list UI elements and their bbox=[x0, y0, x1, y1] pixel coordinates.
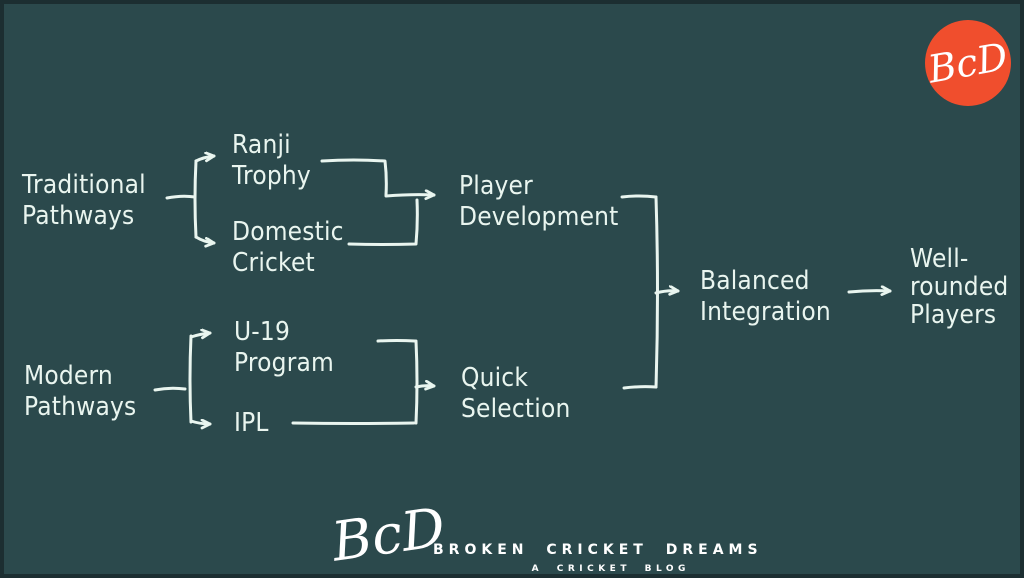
node-player-development: Player Development bbox=[459, 171, 619, 232]
connector-modern-bracket bbox=[188, 334, 193, 424]
connector-arrow-well-rounded bbox=[847, 291, 892, 292]
node-traditional-pathways: Traditional Pathways bbox=[22, 170, 146, 231]
connector-traditional-stem bbox=[165, 194, 197, 200]
node-modern-pathways: Modern Pathways bbox=[24, 361, 137, 422]
connector-ipl-exit bbox=[291, 421, 416, 425]
connector-lines bbox=[153, 4, 892, 578]
bcd-monogram-icon: BcD bbox=[924, 34, 1012, 92]
connector-domestic-exit bbox=[347, 198, 419, 246]
connector-player-development-exit bbox=[620, 194, 658, 199]
footer-brand-text: BROKEN CRICKET DREAMS A CRICKET BLOG bbox=[433, 542, 763, 574]
brand-subtitle: A CRICKET BLOG bbox=[531, 564, 690, 574]
node-ipl: IPL bbox=[234, 408, 269, 438]
connector-arrow-quick-selection bbox=[414, 386, 436, 387]
connector-modern-stem bbox=[153, 386, 187, 392]
bcd-logo-badge: BcD bbox=[925, 20, 1011, 106]
connector-arrow-u19 bbox=[189, 333, 212, 337]
node-u19-program: U-19 Program bbox=[234, 317, 334, 378]
node-well-rounded-players: Well- rounded Players bbox=[910, 244, 1009, 330]
connector-ranji-exit bbox=[320, 158, 388, 197]
brand-title: BROKEN CRICKET DREAMS bbox=[433, 542, 763, 558]
connector-traditional-bracket bbox=[193, 159, 198, 239]
connector-arrow-domestic bbox=[194, 235, 216, 243]
connector-arrow-player-development bbox=[384, 195, 436, 196]
connector-modern-merge-bracket bbox=[414, 339, 419, 425]
connector-arrow-ranji bbox=[194, 156, 216, 163]
connector-arrow-ipl bbox=[189, 421, 212, 424]
node-ranji-trophy: Ranji Trophy bbox=[232, 130, 311, 191]
connector-arrow-balanced-integration bbox=[654, 291, 680, 293]
node-domestic-cricket: Domestic Cricket bbox=[232, 217, 344, 278]
node-quick-selection: Quick Selection bbox=[461, 363, 571, 424]
connector-quick-selection-exit bbox=[622, 385, 658, 390]
connector-u19-exit bbox=[376, 339, 417, 343]
bcd-monogram-icon: BcD bbox=[328, 495, 449, 574]
node-balanced-integration: Balanced Integration bbox=[700, 266, 831, 327]
